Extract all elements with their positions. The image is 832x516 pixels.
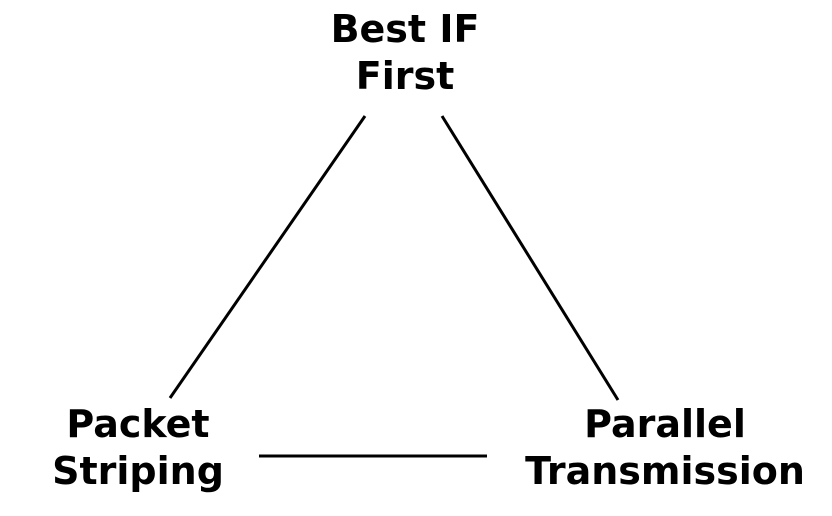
edge-top-to-bottom-left <box>168 115 367 399</box>
node-packet-striping: Packet Striping <box>52 402 224 493</box>
edge-top-to-bottom-right <box>440 115 620 401</box>
node-best-if-first: Best IF First <box>330 7 480 98</box>
node-parallel-transmission: Parallel Transmission <box>525 402 805 493</box>
